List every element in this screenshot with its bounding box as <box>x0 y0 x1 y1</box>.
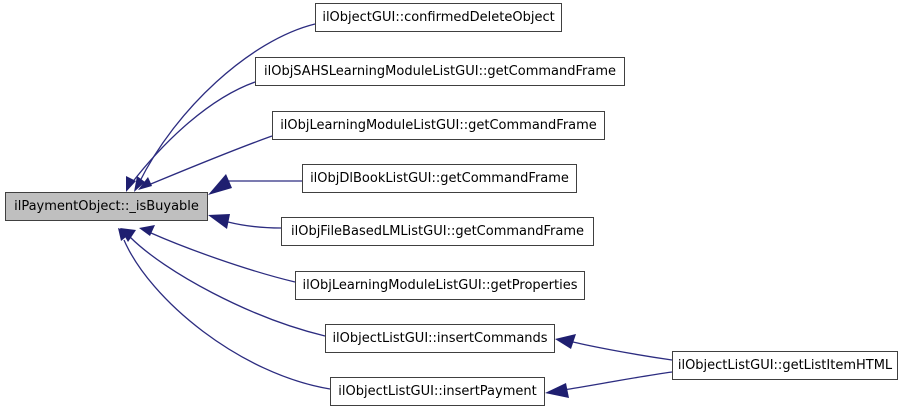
edge-arrow-getListItemHTML-insertPayment <box>545 383 569 398</box>
node-label: ilObjectGUI::confirmedDeleteObject <box>322 10 555 25</box>
node-label: ilObjSAHSLearningModuleListGUI::getComma… <box>263 64 616 79</box>
edge-lmGetProperties-root <box>150 232 296 283</box>
node-label: ilObjectListGUI::getListItemHTML <box>677 358 893 373</box>
edge-arrow-fileBasedLmGetCommandFrame <box>208 214 230 229</box>
edge-getListItemHTML-insertCommands <box>572 341 673 361</box>
edge-insertPayment-root <box>123 239 331 390</box>
edge-arrow-insertPayment <box>118 228 131 241</box>
node-ilObjFileBasedLMListGUI-getCommandFrame[interactable]: ilObjFileBasedLMListGUI::getCommandFrame <box>281 217 594 246</box>
edge-arrow-dlBookGetCommandFrame <box>208 174 232 195</box>
edge-arrow-lmGetProperties <box>139 225 155 236</box>
node-ilObjectListGUI-insertCommands[interactable]: ilObjectListGUI::insertCommands <box>325 324 555 353</box>
edge-insertCommands-root <box>129 236 326 337</box>
node-root-ilPaymentObject-isBuyable[interactable]: ilPaymentObject::_isBuyable <box>5 192 208 221</box>
node-ilObjectListGUI-insertPayment[interactable]: ilObjectListGUI::insertPayment <box>330 377 545 406</box>
edge-arrow-confirmedDeleteObject <box>134 176 145 192</box>
edge-lmGetCommandFrame-root <box>145 135 273 187</box>
node-ilObjDlBookListGUI-getCommandFrame[interactable]: ilObjDlBookListGUI::getCommandFrame <box>302 164 577 193</box>
node-label: ilObjectListGUI::insertCommands <box>332 331 548 346</box>
node-ilObjSAHSLearningModuleListGUI-getCommandFrame[interactable]: ilObjSAHSLearningModuleListGUI::getComma… <box>255 57 625 86</box>
node-label: ilObjFileBasedLMListGUI::getCommandFrame <box>290 224 584 239</box>
edge-group <box>118 23 673 398</box>
edge-confirmedDeleteObject-root <box>138 23 316 184</box>
edge-arrow-sahsGetCommandFrame <box>126 176 136 192</box>
edge-sahsGetCommandFrame-root <box>130 81 256 185</box>
node-ilObjectListGUI-getListItemHTML[interactable]: ilObjectListGUI::getListItemHTML <box>672 351 898 380</box>
node-ilObjLearningModuleListGUI-getCommandFrame[interactable]: ilObjLearningModuleListGUI::getCommandFr… <box>272 111 605 140</box>
node-label: ilPaymentObject::_isBuyable <box>14 199 199 214</box>
node-ilObjLearningModuleListGUI-getProperties[interactable]: ilObjLearningModuleListGUI::getPropertie… <box>295 271 585 300</box>
node-label: ilObjDlBookListGUI::getCommandFrame <box>310 171 569 186</box>
node-label: ilObjLearningModuleListGUI::getPropertie… <box>302 278 578 293</box>
edge-arrow-lmGetCommandFrame <box>138 177 152 190</box>
edge-fileBasedLmGetCommandFrame-root <box>227 221 282 229</box>
node-ilObjectGUI-confirmedDeleteObject[interactable]: ilObjectGUI::confirmedDeleteObject <box>315 3 562 32</box>
node-label: ilObjectListGUI::insertPayment <box>338 384 537 399</box>
edge-arrow-getListItemHTML-insertCommands <box>555 334 576 349</box>
node-label: ilObjLearningModuleListGUI::getCommandFr… <box>280 118 597 133</box>
edge-getListItemHTML-insertPayment <box>562 371 673 391</box>
